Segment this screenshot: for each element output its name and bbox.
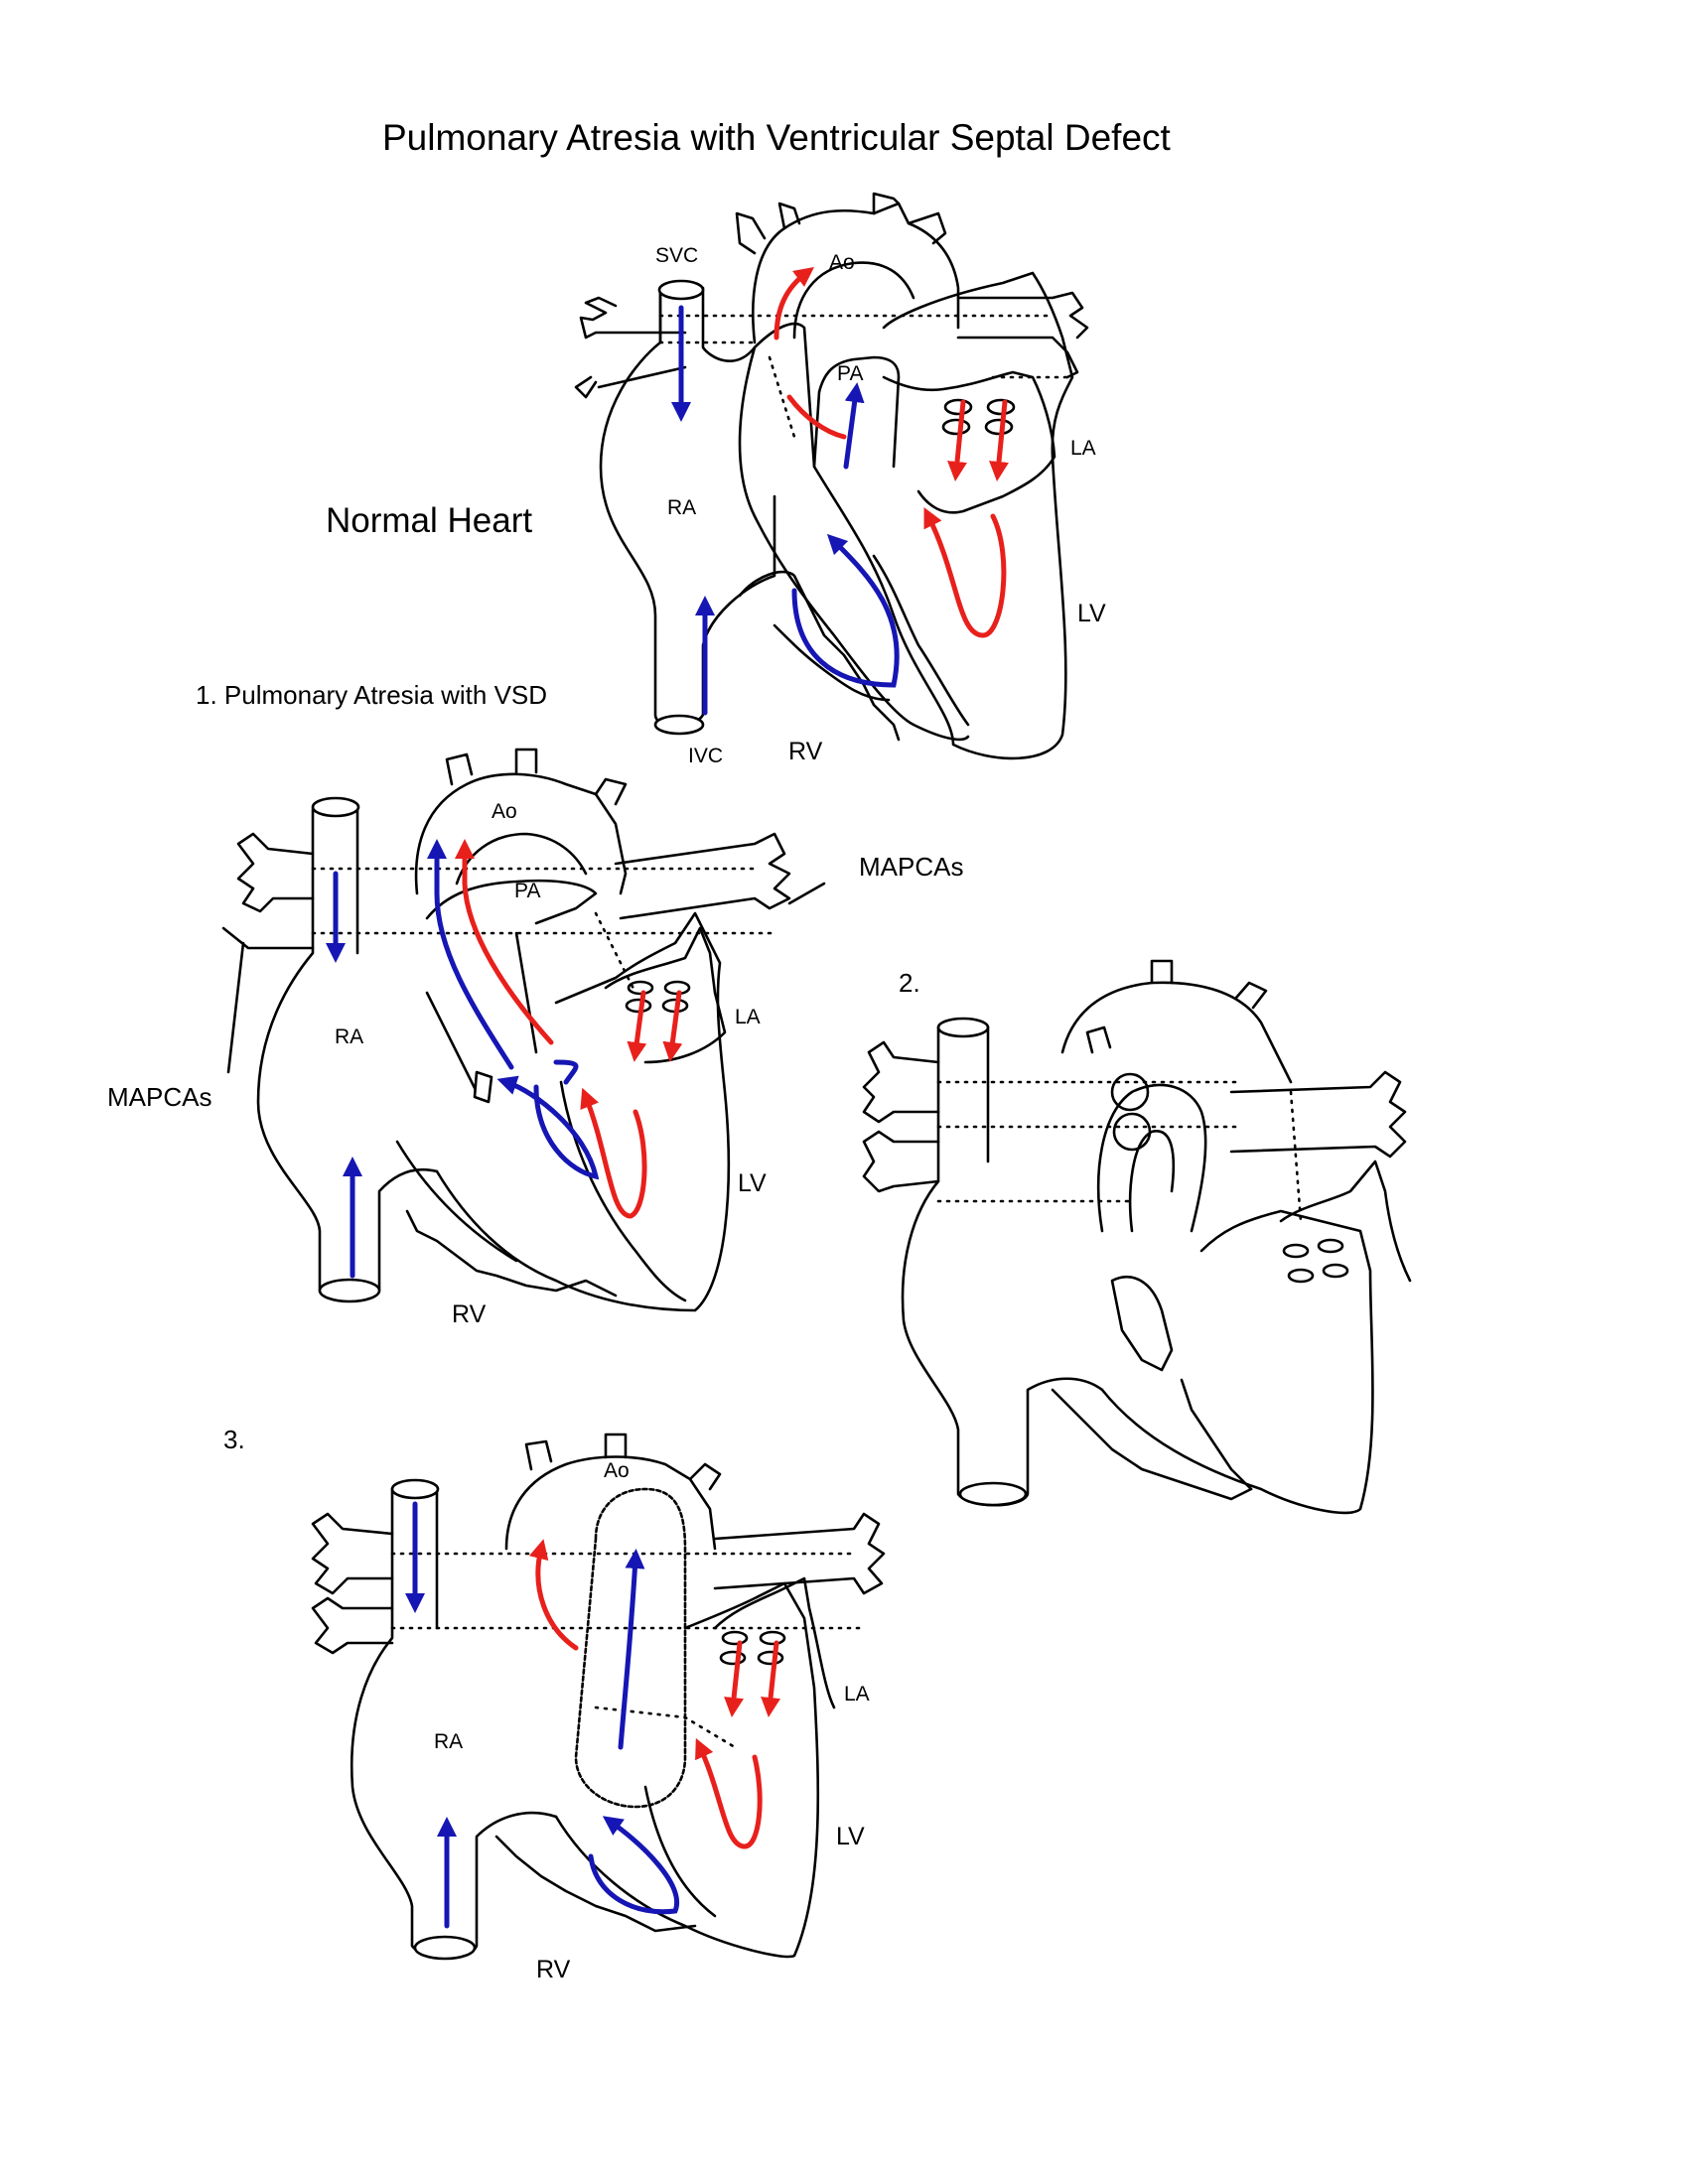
panel3-conduit <box>574 1487 687 1809</box>
panel3-label-ao: Ao <box>604 1459 630 1482</box>
panel3-drawing <box>311 1433 886 1961</box>
normal-aorta <box>752 202 960 344</box>
label-rv: RV <box>788 738 823 765</box>
panel3-label-ra: RA <box>434 1730 464 1753</box>
label-ao: Ao <box>829 251 855 274</box>
panel1-aorta <box>414 772 628 895</box>
label-ra: RA <box>667 496 697 519</box>
label-ivc: IVC <box>688 745 724 767</box>
panel1-label-ao: Ao <box>492 800 517 823</box>
panel3-heading: 3. <box>223 1425 245 1454</box>
panel1-label-rv: RV <box>452 1300 487 1328</box>
panel1-ra-outline <box>256 807 439 1301</box>
normal-heart-drawing <box>574 192 1089 760</box>
panel1-label-pa: PA <box>514 880 541 902</box>
panel1-label-mapcas-left: MAPCAs <box>107 1082 212 1112</box>
panel1-label-mapcas-right: MAPCAs <box>859 852 964 882</box>
label-pa: PA <box>837 362 864 385</box>
normal-ventricles <box>753 271 1074 760</box>
panel2-drawing <box>862 959 1412 1515</box>
normal-heart-heading: Normal Heart <box>326 501 533 540</box>
panel1-pa <box>425 879 598 925</box>
page-title: Pulmonary Atresia with Ventricular Septa… <box>382 117 1171 158</box>
panel3-label-lv: LV <box>836 1823 865 1850</box>
panel1-label-ra: RA <box>335 1025 364 1048</box>
panel2-heading: 2. <box>899 968 920 998</box>
panel1-label-lv: LV <box>738 1169 767 1197</box>
normal-ra-outline <box>599 291 776 728</box>
panel3-label-rv: RV <box>536 1956 571 1983</box>
normal-la <box>882 370 1056 514</box>
panel1-ventricles <box>435 911 731 1312</box>
normal-svc <box>658 286 757 362</box>
panel3-label-la: LA <box>844 1683 870 1706</box>
panel1-heading: 1. Pulmonary Atresia with VSD <box>196 680 548 710</box>
normal-pa <box>812 355 901 469</box>
label-svc: SVC <box>655 244 699 267</box>
panel1-drawing <box>221 748 826 1312</box>
panel1-label-la: LA <box>735 1006 761 1028</box>
label-la: LA <box>1070 437 1096 460</box>
label-lv: LV <box>1077 600 1106 627</box>
